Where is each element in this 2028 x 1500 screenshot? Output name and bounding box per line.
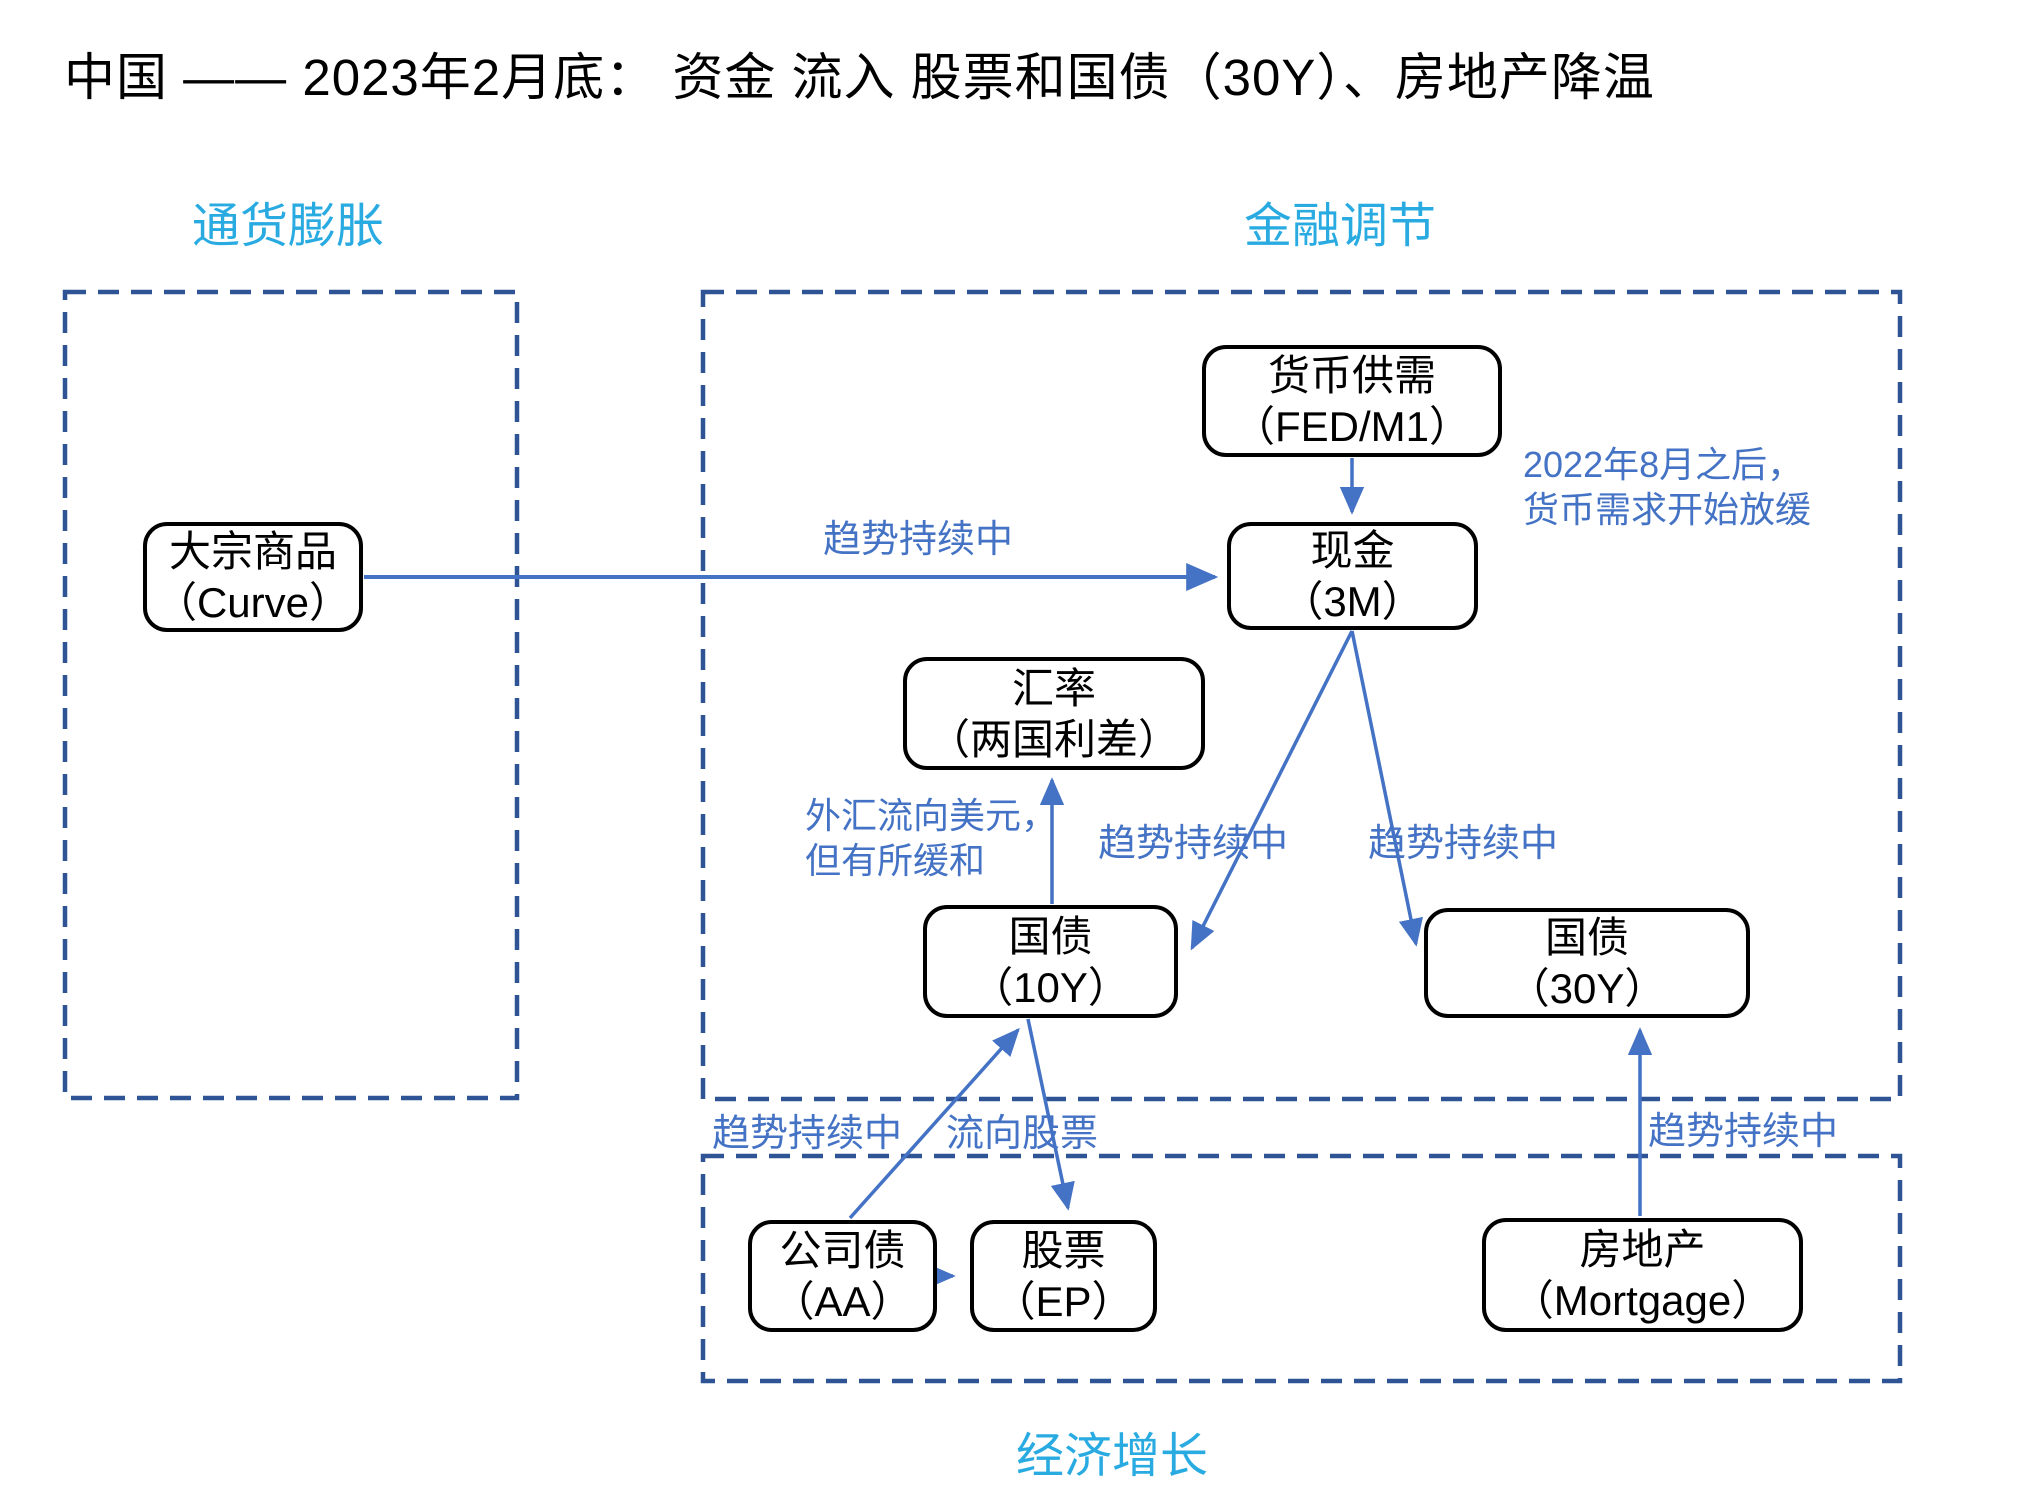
node-property: 房地产 （Mortgage）: [1482, 1218, 1803, 1332]
node-fx: 汇率 （两国利差）: [903, 657, 1205, 770]
node-fx-sub: （两国利差）: [927, 715, 1180, 763]
node-corp-bond-sub: （AA）: [772, 1278, 913, 1325]
edge-label-cash-bond30y: 趋势持续中: [1367, 823, 1558, 865]
edge-label-cash-bond10y: 趋势持续中: [1097, 823, 1288, 865]
node-bond30y: 国债 （30Y）: [1424, 908, 1750, 1018]
arrow-cash-to-bond30y: [1350, 630, 1423, 947]
node-money-supply-sub: （FED/M1）: [1232, 403, 1471, 450]
section-label-financial: 金融调节: [1243, 200, 1436, 253]
node-corp-bond-name: 公司债: [779, 1227, 906, 1274]
node-commodity-sub: （Curve）: [154, 579, 352, 626]
node-money-supply-name: 货币供需: [1267, 352, 1436, 399]
money-note: 2022年8月之后， 货币需求开始放缓: [1523, 442, 1811, 532]
node-stock: 股票 （EP）: [970, 1220, 1157, 1332]
node-bond10y-name: 国债: [1008, 912, 1093, 960]
edge-label-bond10y-stock: 流向股票: [945, 1113, 1098, 1155]
money-note-line1: 2022年8月之后，: [1523, 444, 1804, 485]
page-title: 中国 —— 2023年2月底： 资金 流入 股票和国债（30Y）、房地产降温: [64, 49, 1655, 106]
fx-note-line2: 但有所缓和: [805, 840, 986, 881]
edge-label-property-bond30y: 趋势持续中: [1647, 1111, 1838, 1153]
node-property-name: 房地产: [1579, 1226, 1706, 1273]
section-label-inflation: 通货膨胀: [191, 200, 384, 253]
node-cash-name: 现金: [1310, 527, 1395, 574]
node-property-sub: （Mortgage）: [1511, 1277, 1774, 1324]
node-bond30y-name: 国债: [1544, 914, 1629, 961]
arrow-cash-to-bond10y: [1190, 630, 1354, 951]
fx-note: 外汇流向美元， 但有所缓和: [805, 793, 1057, 883]
node-commodity: 大宗商品 （Curve）: [143, 522, 363, 632]
edge-label-commodity-cash: 趋势持续中: [822, 519, 1013, 561]
node-commodity-name: 大宗商品: [168, 528, 337, 575]
node-cash-sub: （3M）: [1281, 578, 1424, 625]
node-cash: 现金 （3M）: [1227, 522, 1478, 630]
section-label-growth: 经济增长: [1015, 1430, 1208, 1483]
node-corp-bond: 公司债 （AA）: [748, 1220, 937, 1332]
node-bond10y: 国债 （10Y）: [923, 905, 1178, 1018]
fx-note-line1: 外汇流向美元，: [805, 795, 1058, 836]
node-fx-name: 汇率: [1011, 664, 1096, 712]
node-stock-sub: （EP）: [993, 1278, 1134, 1325]
money-note-line2: 货币需求开始放缓: [1523, 489, 1812, 530]
node-money-supply: 货币供需 （FED/M1）: [1202, 345, 1502, 457]
inflation-section-border: [62, 289, 520, 1101]
node-bond10y-sub: （10Y）: [971, 963, 1130, 1011]
node-bond30y-sub: （30Y）: [1507, 965, 1667, 1012]
node-stock-name: 股票: [1021, 1227, 1106, 1274]
edge-label-corp-bond10y: 趋势持续中: [711, 1113, 902, 1155]
